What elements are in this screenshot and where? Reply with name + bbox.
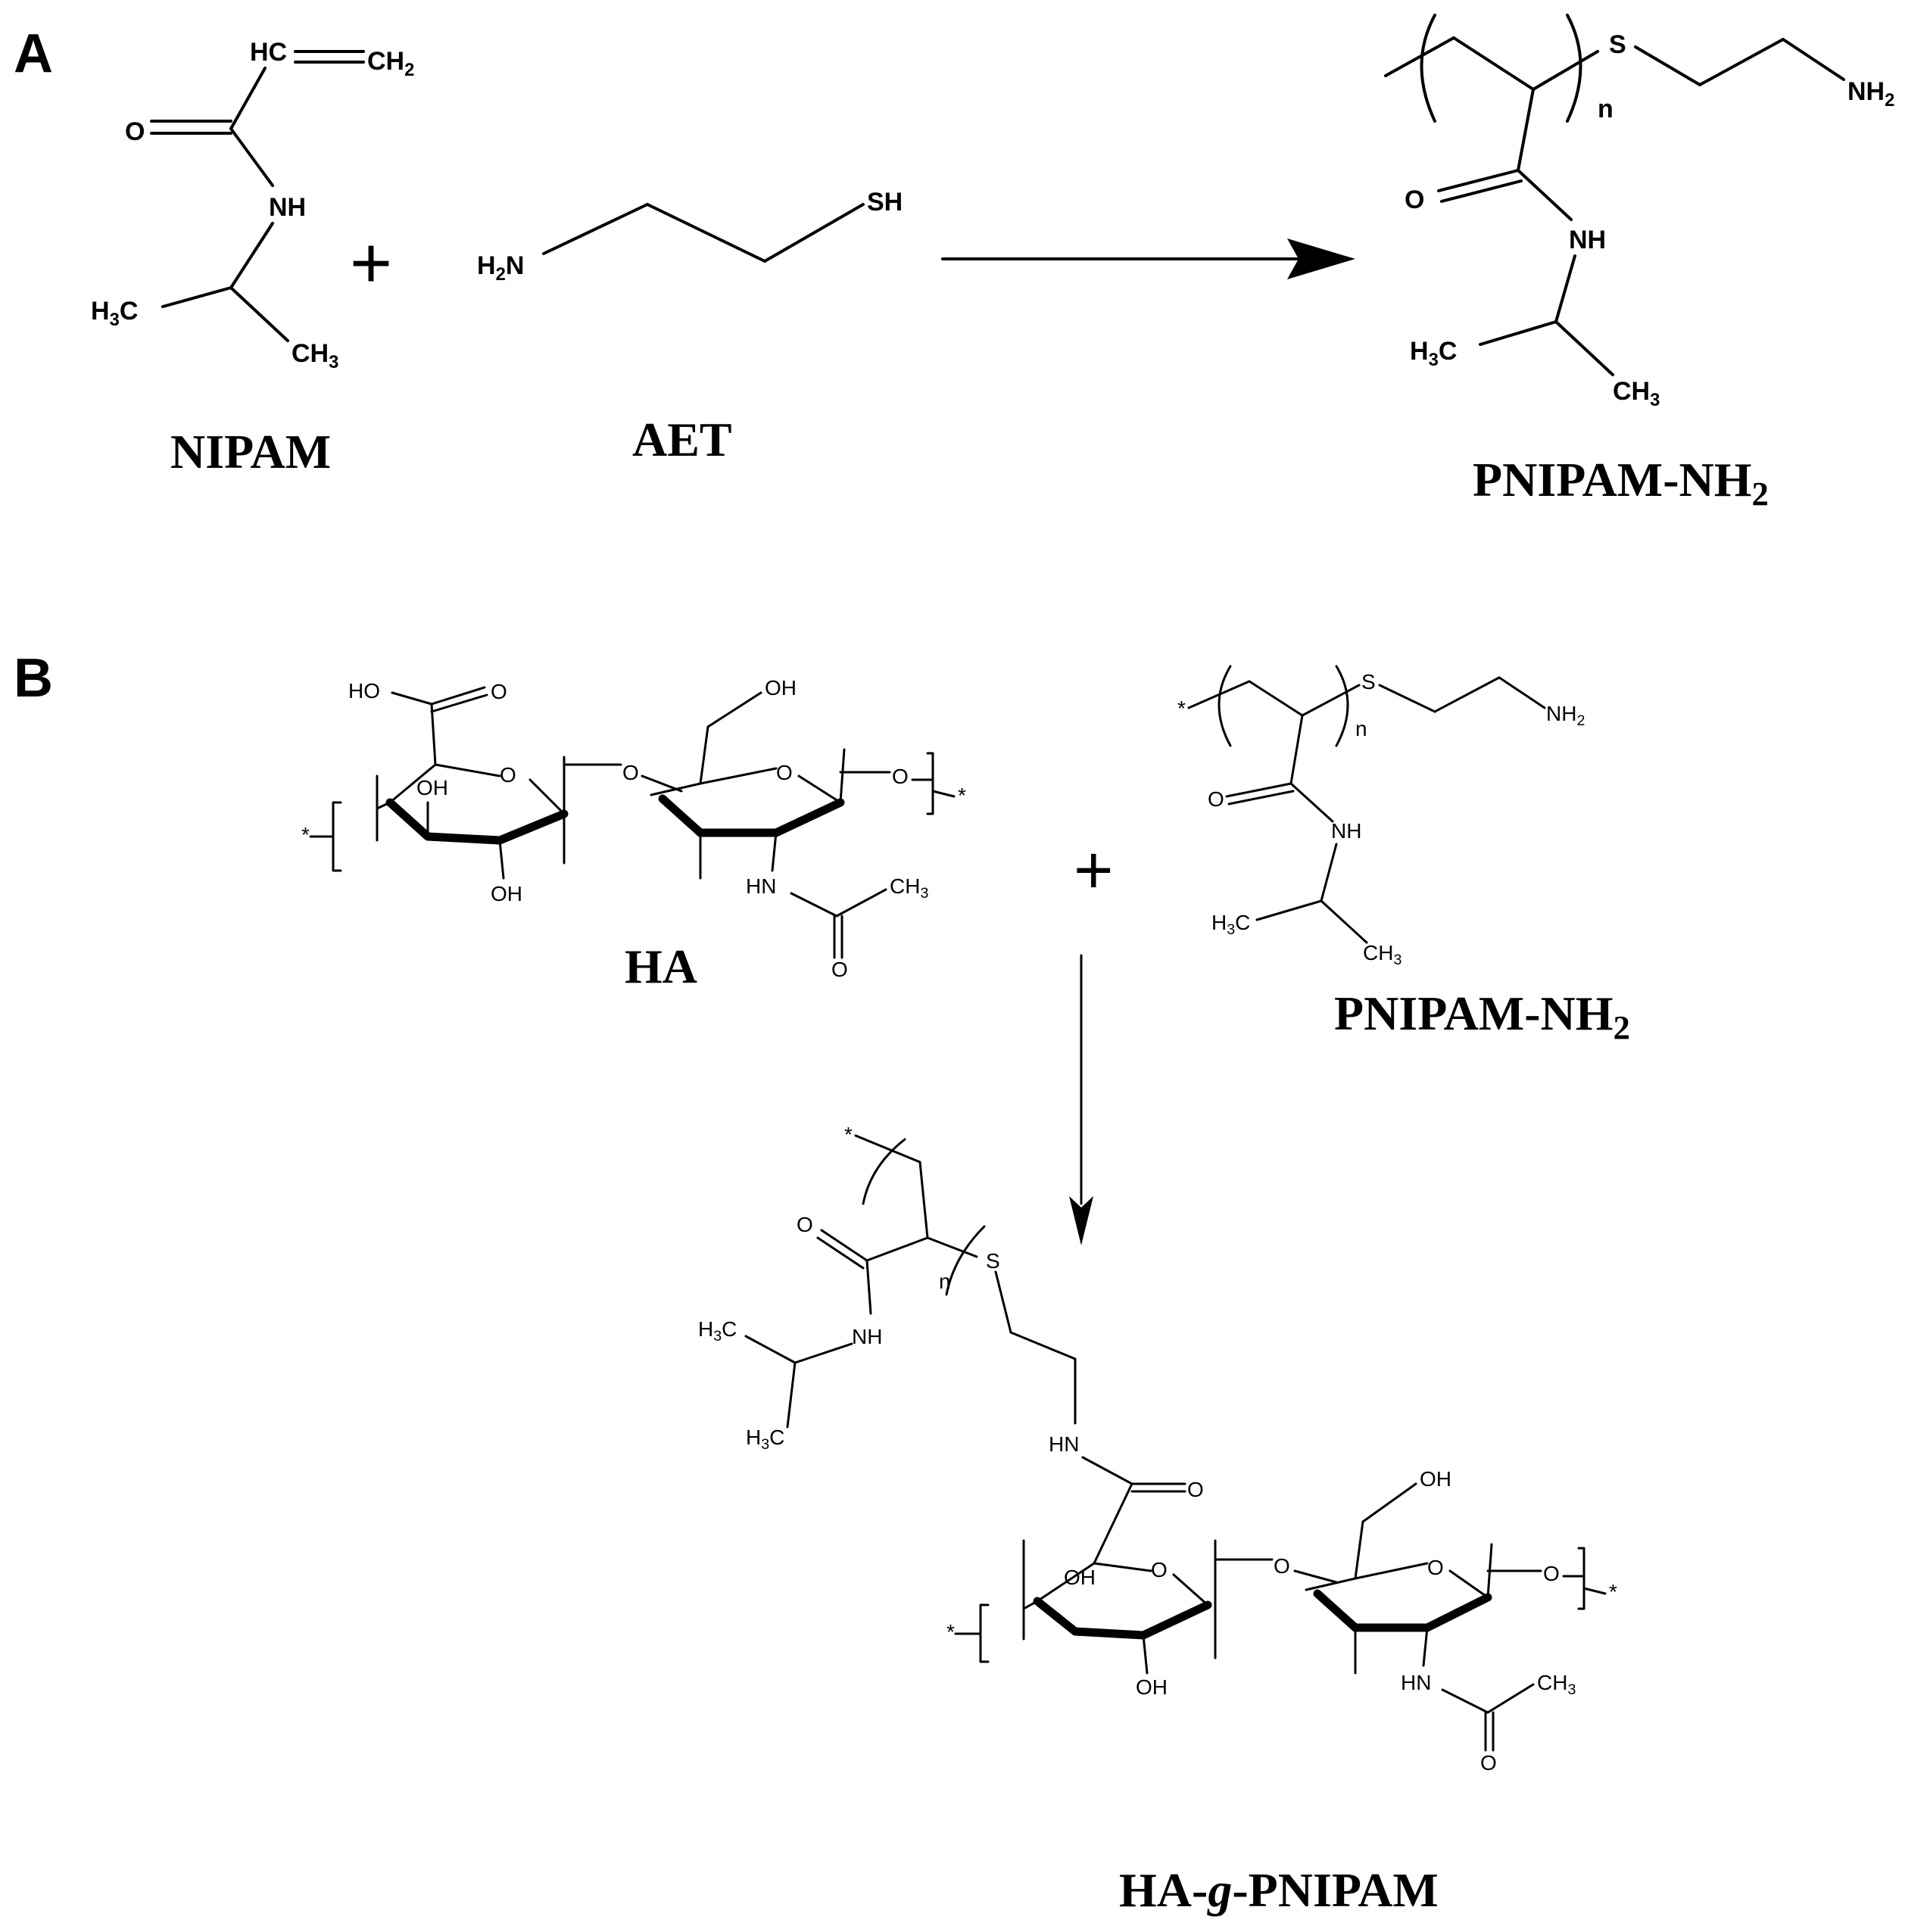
aet-structure: H2N SH <box>477 188 903 285</box>
svg-text:S: S <box>1361 670 1376 693</box>
svg-text:O: O <box>776 761 793 784</box>
svg-text:CH3: CH3 <box>1613 377 1660 410</box>
svg-text:NH: NH <box>1331 819 1361 843</box>
aet-label: AET <box>632 413 732 466</box>
svg-text:HO: HO <box>348 679 380 703</box>
svg-text:H3C: H3C <box>1211 911 1250 938</box>
pnipam-nh2-label-b: PNIPAM-NH2 <box>1334 986 1630 1046</box>
svg-text:OH: OH <box>416 776 448 799</box>
ha-structure: HO O O OH OH * O O <box>301 676 966 981</box>
svg-text:n: n <box>939 1270 951 1293</box>
svg-text:O: O <box>1405 185 1424 214</box>
svg-text:O: O <box>1274 1554 1290 1578</box>
pnipam-nh2-structure-a: n S NH2 O NH H3C CH3 <box>1384 14 1894 410</box>
svg-text:n: n <box>1355 717 1367 740</box>
svg-text:OH: OH <box>1136 1675 1168 1699</box>
svg-text:H2N: H2N <box>477 251 524 285</box>
svg-text:OH: OH <box>1064 1566 1096 1589</box>
svg-text:OH: OH <box>491 882 522 905</box>
svg-text:CH3: CH3 <box>1537 1671 1576 1698</box>
svg-text:SH: SH <box>867 188 903 217</box>
svg-text:H3C: H3C <box>91 297 138 330</box>
svg-text:OH: OH <box>1420 1467 1451 1491</box>
svg-text:CH3: CH3 <box>292 339 338 372</box>
svg-text:H3C: H3C <box>1410 337 1457 370</box>
svg-text:CH23: CH23 <box>890 874 928 902</box>
svg-text:O: O <box>1208 787 1224 811</box>
svg-text:NH: NH <box>269 193 306 222</box>
reaction-arrow-b <box>1069 954 1093 1245</box>
svg-text:S: S <box>986 1249 1000 1273</box>
svg-text:O: O <box>1480 1751 1497 1775</box>
svg-text:HN: HN <box>746 874 776 898</box>
pnipam-nh2-structure-b: * n S NH2 O NH H3C CH3 <box>1177 665 1585 968</box>
svg-text:O: O <box>622 761 639 784</box>
svg-text:H3C: H3C <box>746 1426 784 1453</box>
svg-text:CH3: CH3 <box>1363 941 1402 968</box>
svg-text:*: * <box>844 1123 853 1146</box>
svg-text:NH2: NH2 <box>1847 77 1894 111</box>
svg-text:S: S <box>1609 30 1626 59</box>
svg-text:OH: OH <box>765 676 797 700</box>
svg-text:O: O <box>1543 1562 1560 1585</box>
svg-text:O: O <box>797 1213 813 1236</box>
ha-g-pnipam-label: HA-g-PNIPAM <box>1119 1863 1439 1917</box>
svg-text:O: O <box>125 117 145 146</box>
svg-text:NH: NH <box>852 1325 882 1348</box>
reaction-arrow-a <box>941 238 1355 279</box>
svg-text:O: O <box>831 958 848 981</box>
svg-text:*: * <box>946 1620 955 1644</box>
panel-label-b: B <box>14 648 53 709</box>
svg-text:O: O <box>1187 1478 1204 1501</box>
svg-text:*: * <box>1609 1580 1617 1603</box>
nipam-label: NIPAM <box>170 425 331 478</box>
ha-label: HA <box>625 940 697 993</box>
svg-text:*: * <box>301 823 310 846</box>
ha-g-pnipam-structure: * n S O NH H3C H3C HN O O <box>698 1123 1617 1775</box>
svg-text:O: O <box>892 765 909 788</box>
nipam-structure: HC CH2 O NH H3C CH3 <box>91 38 414 372</box>
svg-text:NH: NH <box>1569 226 1606 254</box>
svg-text:n: n <box>1598 95 1614 123</box>
panel-label-a: A <box>14 23 53 84</box>
svg-text:CH2: CH2 <box>367 47 414 80</box>
svg-text:*: * <box>1177 696 1186 720</box>
svg-text:HC: HC <box>250 38 287 67</box>
svg-text:*: * <box>958 784 966 807</box>
svg-text:O: O <box>491 680 507 703</box>
plus-sign-a: + <box>350 223 392 304</box>
plus-sign-b: + <box>1074 833 1114 908</box>
svg-text:NH2: NH2 <box>1546 702 1585 729</box>
svg-text:O: O <box>1427 1556 1444 1579</box>
svg-text:HN: HN <box>1401 1671 1431 1694</box>
svg-text:H3C: H3C <box>698 1317 737 1345</box>
svg-text:O: O <box>500 763 516 787</box>
pnipam-nh2-label-a: PNIPAM-NH2 <box>1473 453 1769 513</box>
svg-text:HN: HN <box>1049 1432 1079 1456</box>
svg-text:O: O <box>1151 1558 1168 1581</box>
